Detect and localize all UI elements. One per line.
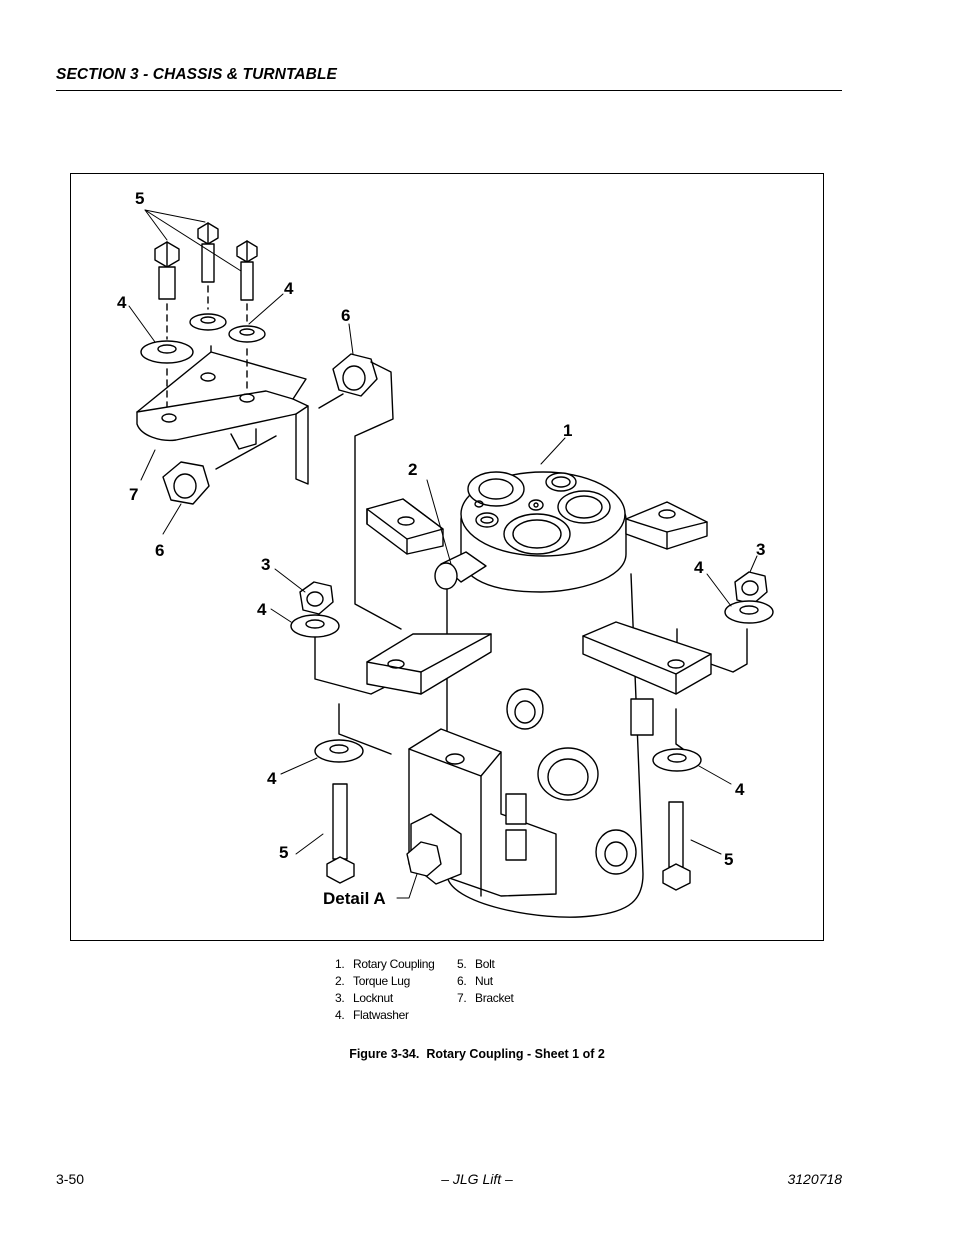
leader-lines: [128, 209, 758, 899]
header-rule: [56, 90, 842, 91]
callout-5-low-right: 5: [724, 850, 733, 869]
bolt-top-left: [154, 241, 180, 300]
washer-top-center: [189, 313, 227, 331]
legend-item: 7.Bracket: [457, 991, 514, 1005]
callout-3-right: 3: [756, 540, 765, 559]
locknut-right: [734, 571, 768, 605]
legend-column-1: 1.Rotary Coupling 2.Torque Lug 3.Locknut…: [335, 956, 435, 1024]
locknut-left: [299, 581, 334, 615]
callout-6-bottom: 6: [155, 541, 164, 560]
callout-5-low-left: 5: [279, 843, 288, 862]
washer-mid-right: [724, 600, 774, 624]
callout-3-left: 3: [261, 555, 270, 574]
callout-4-mid-left: 4: [257, 600, 267, 619]
callout-4-right-top: 4: [284, 279, 294, 298]
figure-title: Rotary Coupling - Sheet 1 of 2: [426, 1047, 605, 1061]
legend-item: 4.Flatwasher: [335, 1008, 409, 1022]
callout-4-mid-right: 4: [694, 558, 704, 577]
callout-4-low-right: 4: [735, 780, 745, 799]
callout-4-left: 4: [117, 293, 127, 312]
legend-item: 6.Nut: [457, 974, 493, 988]
nut-lower: [162, 461, 210, 505]
bolt-low-right: [662, 801, 691, 891]
bolt-top-right: [236, 240, 258, 301]
washer-top-right: [228, 325, 266, 343]
washer-mid-left: [290, 614, 340, 638]
legend-item: 5.Bolt: [457, 957, 495, 971]
washer-top-left: [140, 340, 194, 364]
legend-column-2: 5.Bolt 6.Nut 7.Bracket: [457, 956, 514, 1007]
section-header: SECTION 3 - CHASSIS & TURNTABLE: [56, 66, 337, 83]
figure-caption: Figure 3-34. Rotary Coupling - Sheet 1 o…: [0, 1047, 954, 1061]
bolt-top-center: [197, 222, 219, 283]
washer-low-left: [314, 739, 364, 763]
figure-frame: 5 4 4 6 1 2 7 6 3 4 3 4 4 4 5 5 Detail A: [70, 173, 824, 941]
callout-1: 1: [563, 421, 572, 440]
callout-5-top: 5: [135, 189, 144, 208]
document-number: 3120718: [787, 1171, 842, 1187]
rotary-coupling: [366, 471, 712, 918]
publisher-footer: – JLG Lift –: [441, 1171, 513, 1187]
exploded-diagram: 5 4 4 6 1 2 7 6 3 4 3 4 4 4 5 5 Detail A: [117, 189, 774, 918]
legend-item: 3.Locknut: [335, 991, 393, 1005]
bracket: [136, 345, 309, 485]
detail-a-label: Detail A: [323, 889, 386, 908]
page-number: 3-50: [56, 1171, 85, 1187]
callout-4-low-left: 4: [267, 769, 277, 788]
callout-7: 7: [129, 485, 138, 504]
callout-6-top: 6: [341, 306, 350, 325]
figure-number: Figure 3-34.: [349, 1047, 420, 1061]
legend-item: 1.Rotary Coupling: [335, 957, 435, 971]
bolt-low-left: [326, 783, 355, 884]
washer-low-right: [652, 748, 702, 772]
legend-item: 2.Torque Lug: [335, 974, 411, 988]
callout-2: 2: [408, 460, 417, 479]
nut-upper: [332, 353, 378, 397]
